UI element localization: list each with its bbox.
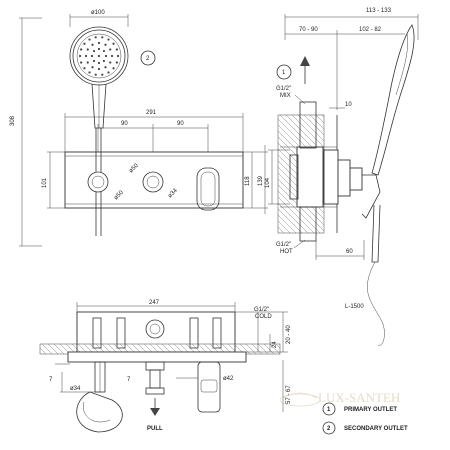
svg-text:247: 247 — [149, 300, 160, 306]
svg-text:L-1500: L-1500 — [345, 304, 364, 310]
svg-text:PULL: PULL — [147, 426, 163, 432]
svg-text:1: 1 — [327, 407, 331, 413]
svg-text:2: 2 — [146, 56, 150, 62]
svg-text:SECONDARY OUTLET: SECONDARY OUTLET — [344, 426, 408, 432]
plate-front-view: 291 90 90 ø50 ø50 ø34 — [64, 110, 244, 236]
svg-text:104: 104 — [265, 177, 271, 188]
svg-text:7: 7 — [49, 377, 53, 383]
svg-text:139: 139 — [258, 175, 264, 186]
svg-text:20 - 40: 20 - 40 — [286, 325, 292, 344]
svg-text:308: 308 — [10, 115, 16, 126]
svg-text:101: 101 — [42, 177, 48, 188]
callout-secondary-outlet: 2 — [140, 50, 156, 66]
legend: 1 PRIMARY OUTLET 2 SECONDARY OUTLET — [322, 402, 408, 435]
svg-text:HOT: HOT — [280, 249, 293, 255]
dimension-d118-d139: 118 139 — [243, 145, 268, 214]
svg-text:1: 1 — [282, 70, 286, 76]
svg-text:118: 118 — [245, 176, 251, 186]
svg-text:90: 90 — [177, 121, 184, 127]
svg-text:COLD: COLD — [255, 314, 272, 320]
svg-text:MIX: MIX — [280, 93, 291, 99]
hand-shower-front-view — [69, 26, 129, 129]
svg-text:57 - 67: 57 - 67 — [286, 385, 292, 404]
svg-text:10: 10 — [345, 102, 352, 108]
svg-text:LUX-SANTEH: LUX-SANTEH — [318, 390, 400, 405]
svg-text:G1/2": G1/2" — [276, 242, 291, 248]
svg-text:7: 7 — [127, 377, 131, 383]
svg-text:90: 90 — [121, 121, 128, 127]
svg-text:PRIMARY OUTLET: PRIMARY OUTLET — [344, 407, 397, 413]
svg-text:2: 2 — [327, 426, 331, 432]
svg-text:G1/2": G1/2" — [276, 86, 291, 92]
svg-text:291: 291 — [146, 110, 157, 116]
svg-text:102 - 82: 102 - 82 — [359, 27, 382, 33]
side-section-view: 113 - 133 70 - 90 102 - 82 1 G1/2 — [265, 8, 419, 346]
svg-text:24: 24 — [272, 341, 278, 348]
legend-item-secondary-outlet: 2 SECONDARY OUTLET — [322, 421, 408, 435]
legend-item-primary-outlet: 1 PRIMARY OUTLET — [322, 402, 397, 416]
dimension-d308: 308 — [10, 17, 42, 247]
svg-text:60: 60 — [346, 249, 353, 255]
svg-text:70 - 90: 70 - 90 — [299, 27, 318, 33]
svg-text:ø100: ø100 — [91, 10, 105, 16]
dimension-d101: 101 — [42, 151, 65, 209]
svg-text:ø34: ø34 — [70, 386, 81, 392]
svg-text:113 - 133: 113 - 133 — [366, 8, 392, 14]
svg-text:G1/2": G1/2" — [254, 307, 269, 313]
svg-text:ø42: ø42 — [223, 376, 234, 382]
watermark-logo: LUX-SANTEH — [279, 390, 400, 407]
plan-view: 247 PULL 7 ø34 7 ø — [39, 300, 292, 433]
dimension-d100: ø100 — [69, 10, 129, 27]
